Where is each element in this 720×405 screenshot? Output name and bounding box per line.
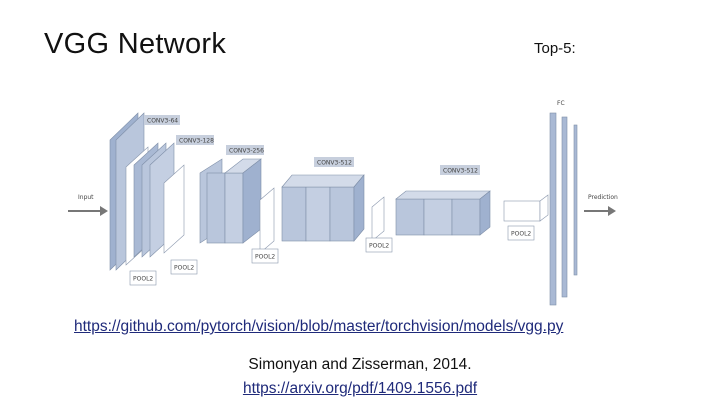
label-conv512b: CONV3-512 (440, 165, 480, 175)
input-arrow (68, 206, 108, 216)
pool2-slab (163, 164, 185, 254)
label-conv128: CONV3-128 (176, 135, 214, 145)
pool4-slab (371, 196, 385, 242)
pool5-slab (503, 194, 549, 222)
github-link[interactable]: https://github.com/pytorch/vision/blob/m… (74, 318, 564, 335)
svg-text:CONV3-128: CONV3-128 (179, 138, 214, 145)
label-pool2: POOL2 (170, 259, 198, 275)
conv256-block (199, 158, 262, 244)
label-conv256: CONV3-256 (226, 145, 264, 155)
label-pool5: POOL2 (507, 225, 535, 241)
arxiv-link-text[interactable]: https://arxiv.org/pdf/1409.1556.pdf (242, 380, 478, 397)
fc-layers (549, 112, 578, 306)
top5-label: Top-5: (534, 40, 576, 57)
svg-text:CONV3-512: CONV3-512 (317, 160, 352, 167)
arxiv-link[interactable]: https://arxiv.org/pdf/1409.1556.pdf (0, 380, 720, 398)
svg-text:POOL2: POOL2 (174, 265, 194, 272)
svg-text:CONV3-512: CONV3-512 (443, 168, 478, 175)
svg-text:POOL2: POOL2 (369, 243, 389, 250)
prediction-label: Prediction (588, 194, 618, 201)
svg-text:CONV3-64: CONV3-64 (147, 118, 178, 125)
label-conv512a: CONV3-512 (314, 157, 354, 167)
slide-title: VGG Network (44, 28, 227, 60)
label-pool4: POOL2 (365, 237, 393, 253)
label-pool3: POOL2 (251, 248, 279, 264)
svg-text:CONV3-256: CONV3-256 (229, 148, 264, 155)
citation-text: Simonyan and Zisserman, 2014. (248, 356, 472, 373)
conv512b-block (395, 190, 491, 236)
conv512a-block (281, 174, 365, 242)
label-fc: FC (557, 100, 565, 107)
label-pool1: POOL2 (129, 270, 157, 286)
vgg-architecture-diagram: Input (68, 100, 618, 306)
pool3-slab (259, 187, 275, 254)
svg-text:POOL2: POOL2 (511, 231, 531, 238)
svg-text:POOL2: POOL2 (255, 254, 275, 261)
label-conv64: CONV3-64 (144, 115, 180, 125)
prediction-arrow (584, 206, 616, 216)
svg-text:POOL2: POOL2 (133, 276, 153, 283)
input-label: Input (78, 194, 94, 201)
